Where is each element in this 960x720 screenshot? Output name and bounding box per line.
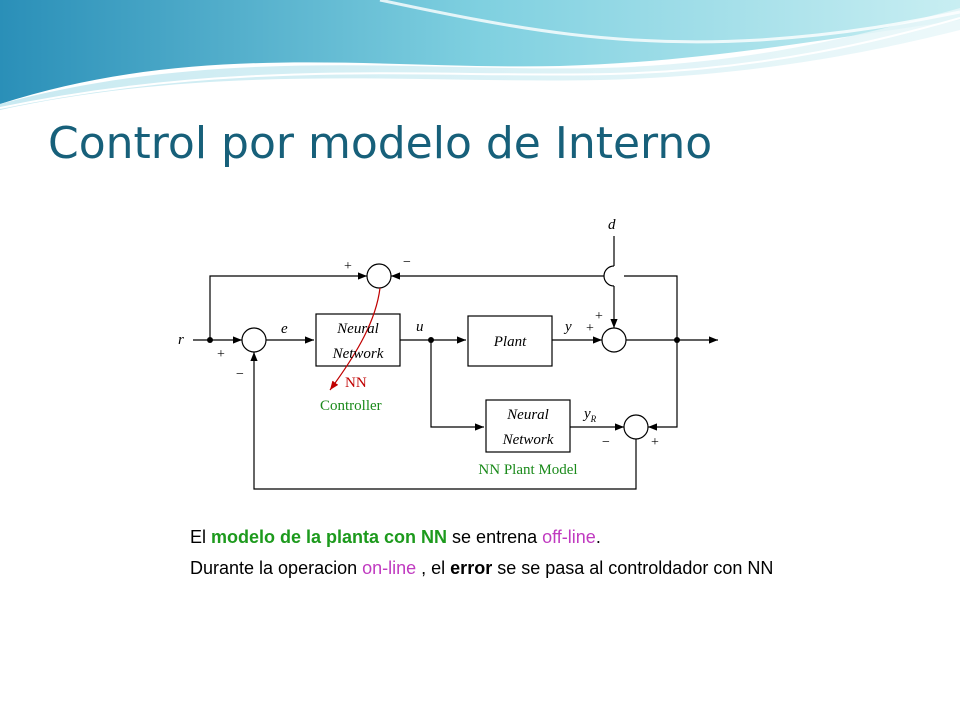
sign-top-minus: − xyxy=(403,255,411,270)
signal-yr-main: y xyxy=(582,406,591,422)
summing-junction-output xyxy=(601,327,627,353)
note2-text-e: se se pasa al controldador con NN xyxy=(492,558,774,578)
adaptation-arrow xyxy=(329,287,381,391)
summing-junction-error xyxy=(366,263,392,289)
note1-text-a: El xyxy=(190,527,212,547)
note2-highlight-online: on-line xyxy=(362,558,417,578)
note1-text-c: se entrena xyxy=(447,527,543,547)
summing-junction-model xyxy=(623,414,649,440)
line-feedback-right xyxy=(624,275,678,340)
note2-text-c: , el xyxy=(416,558,451,578)
sign-y-plus: + xyxy=(586,321,594,336)
wire-crossover-hop xyxy=(603,265,615,287)
signal-u-label: u xyxy=(416,319,424,335)
signal-y-label: y xyxy=(563,319,572,335)
controller-block-line1: Neural xyxy=(336,321,379,337)
line-model-error-feedback xyxy=(250,352,637,490)
note1-highlight-model: modelo de la planta con NN xyxy=(211,527,448,547)
junction-dot-u xyxy=(428,337,434,343)
signal-e-label: e xyxy=(281,321,288,337)
signal-yr-subscript: R xyxy=(590,414,597,424)
line-u-to-model xyxy=(430,340,484,431)
note1-text-e: . xyxy=(595,527,601,547)
junction-dot-r xyxy=(207,337,213,343)
signal-r-label: r xyxy=(178,332,184,348)
summing-junction-input xyxy=(241,327,267,353)
sign-model-plus: + xyxy=(651,435,659,450)
note-online: Durante la operacion on-line , el error … xyxy=(190,557,790,579)
notes: El modelo de la planta con NN se entrena… xyxy=(190,526,790,588)
model-block-line2: Network xyxy=(502,432,554,448)
imc-block-diagram: Neural Network Plant Neural Network r e … xyxy=(178,217,718,490)
nn-plant-model-block xyxy=(485,399,571,453)
sign-top-plus: + xyxy=(344,259,352,274)
note-offline: El modelo de la planta con NN se entrena… xyxy=(190,526,790,548)
note1-highlight-offline: off-line xyxy=(542,527,596,547)
note2-text-a: Durante la operacion xyxy=(190,558,363,578)
nn-controller-block xyxy=(315,313,401,367)
line-output-to-model-sum xyxy=(648,340,678,431)
line-r-to-top-sum xyxy=(209,272,367,340)
slide-title: Control por modelo de Interno xyxy=(48,118,713,169)
sign-input-plus: + xyxy=(217,347,225,362)
signal-d-label: d xyxy=(608,217,616,233)
plant-block xyxy=(467,315,553,367)
sign-d-plus: + xyxy=(595,309,603,324)
header-wave-decoration xyxy=(0,0,960,110)
controller-caption-line1: NN xyxy=(345,375,367,391)
controller-caption-line2: Controller xyxy=(320,398,382,414)
model-block-line1: Neural xyxy=(506,407,549,423)
sign-input-minus: − xyxy=(236,367,244,382)
plant-block-label: Plant xyxy=(493,334,527,350)
junction-dot-y xyxy=(674,337,680,343)
controller-block-line2: Network xyxy=(332,346,384,362)
note2-highlight-error: error xyxy=(450,558,493,578)
sign-model-minus: − xyxy=(602,435,610,450)
model-caption: NN Plant Model xyxy=(478,462,577,478)
signal-yr-label: yR xyxy=(582,406,597,424)
